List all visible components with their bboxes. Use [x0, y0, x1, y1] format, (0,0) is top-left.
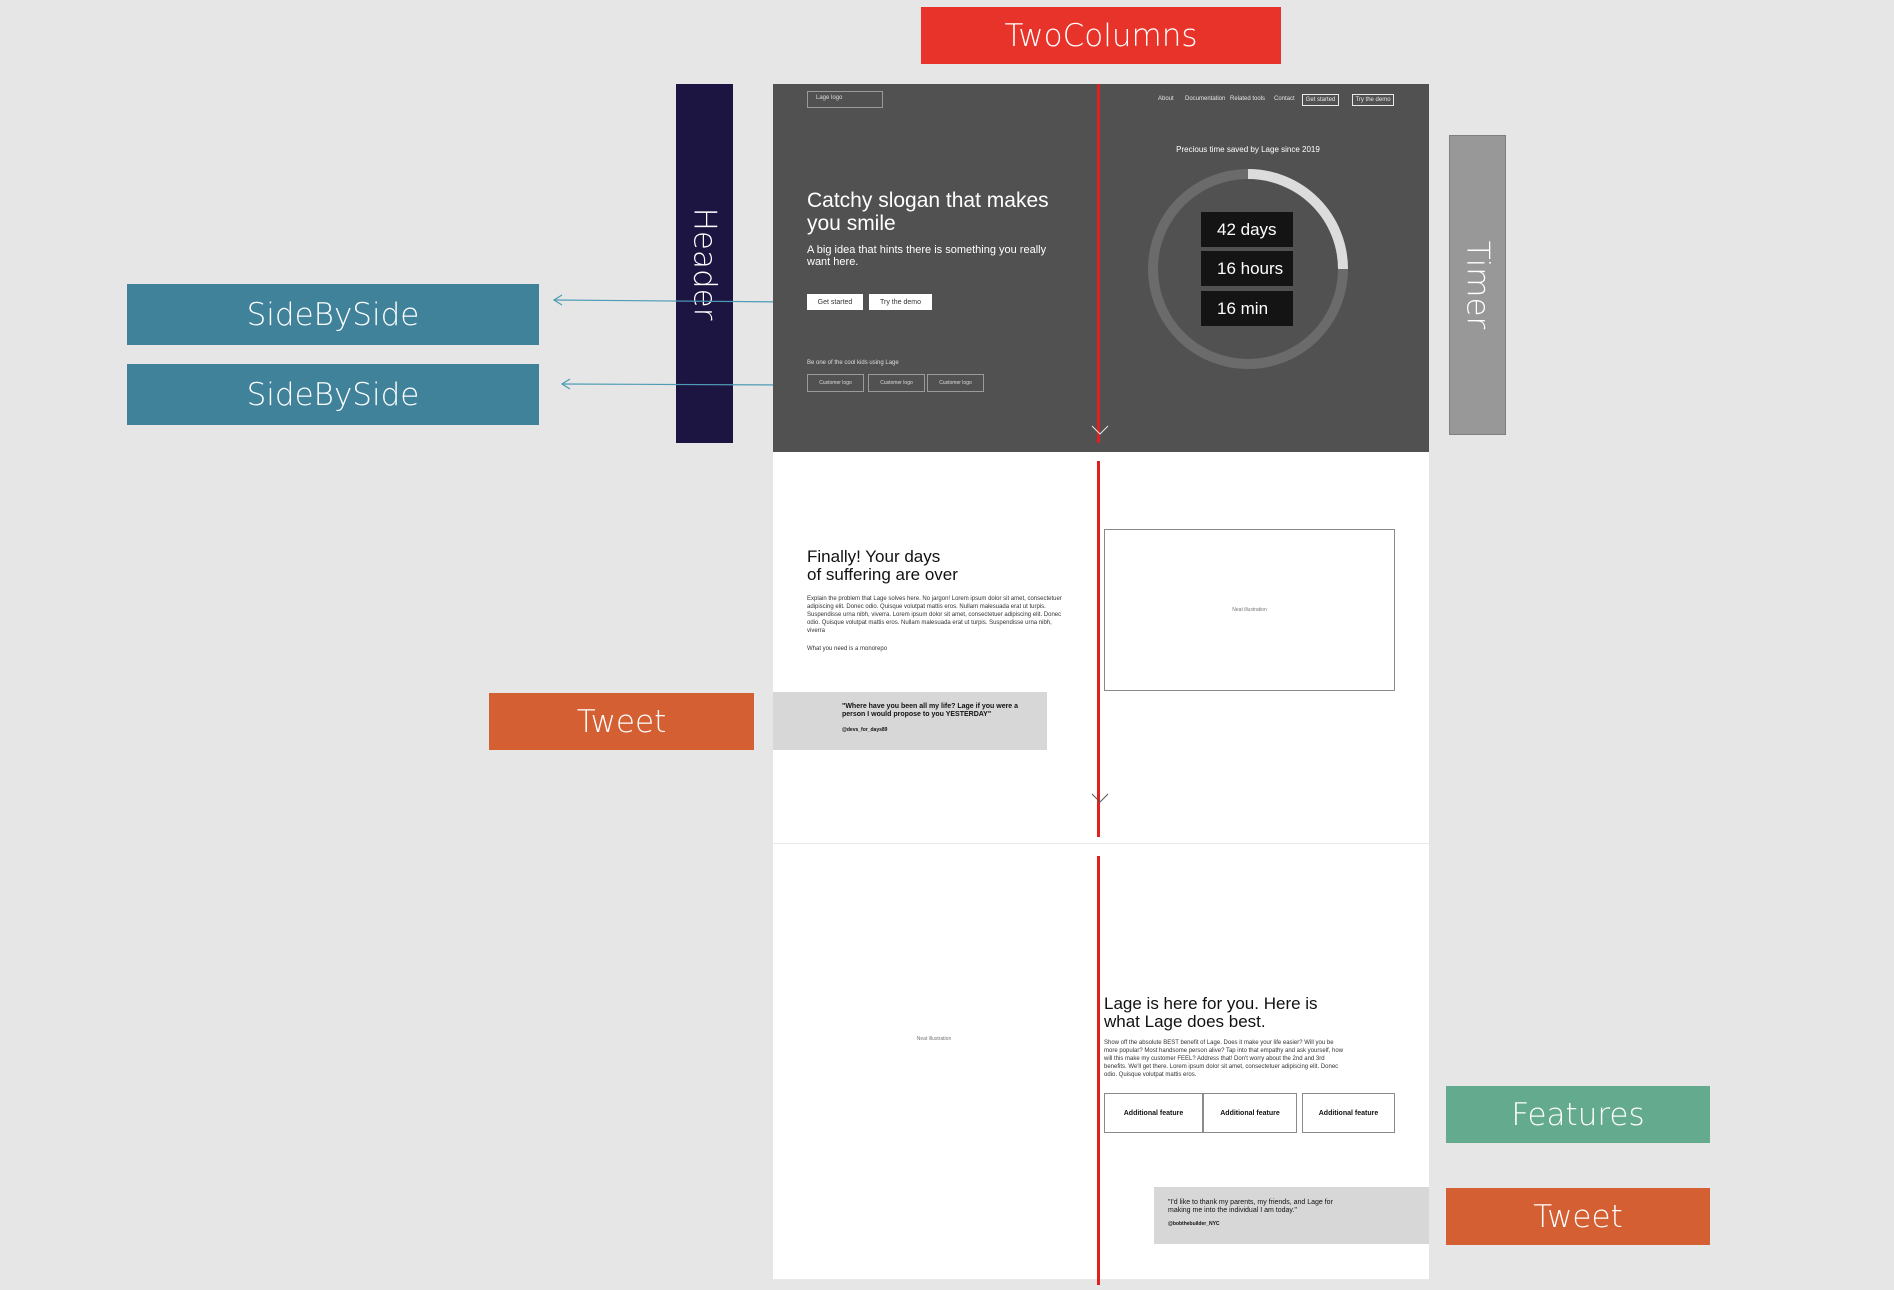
tweet-label-2: Tweet: [1446, 1188, 1710, 1245]
arrow-2: [560, 378, 799, 390]
features-label: Features: [1446, 1086, 1710, 1143]
hero-section: [773, 84, 1429, 452]
tweet-quote: "I'd like to thank my parents, my friend…: [1168, 1199, 1333, 1214]
benefit-body: Show off the absolute BEST benefit of La…: [1104, 1040, 1344, 1078]
problem-section: [773, 452, 1429, 844]
tweet-handle: @bobthebuilder_NYC: [1168, 1221, 1220, 1227]
additional-feature-card[interactable]: Additional feature: [1104, 1093, 1203, 1133]
nav-documentation[interactable]: Documentation: [1185, 96, 1226, 102]
nav-get-started-button[interactable]: Get started: [1302, 94, 1339, 106]
additional-feature-card[interactable]: Additional feature: [1203, 1093, 1297, 1133]
lage-logo[interactable]: Lage logo: [807, 91, 883, 108]
two-columns-label: TwoColumns: [921, 7, 1281, 64]
customer-logo: Customer logo: [868, 374, 925, 392]
tweet-card-1: "Where have you been all my life? Lage i…: [773, 692, 1047, 750]
get-started-button[interactable]: Get started: [807, 294, 863, 310]
problem-title: Finally! Your days of suffering are over: [807, 547, 958, 584]
column-divider: [1097, 461, 1100, 837]
illustration-placeholder: Neat illustration: [916, 1036, 952, 1042]
problem-body-2: What you need is a monorepo: [807, 646, 888, 652]
nav-about[interactable]: About: [1158, 96, 1174, 102]
tweet-label-1: Tweet: [489, 693, 754, 750]
benefit-title: Lage is here for you. Here is what Lage …: [1104, 994, 1318, 1031]
additional-feature-card[interactable]: Additional feature: [1302, 1093, 1395, 1133]
tweet-quote: "Where have you been all my life? Lage i…: [842, 703, 1019, 718]
tweet-card-2: "I'd like to thank my parents, my friend…: [1154, 1187, 1429, 1244]
chevron-down-icon[interactable]: [1091, 425, 1109, 435]
timer-hours: 16 hours: [1201, 251, 1293, 286]
arrow-1: [552, 294, 791, 306]
side-by-side-label-1: SideBySide: [127, 284, 539, 345]
try-demo-button[interactable]: Try the demo: [869, 294, 932, 310]
cool-kids-text: Be one of the cool kids using Lage: [807, 360, 899, 366]
column-divider: [1097, 856, 1100, 1285]
timer-minutes: 16 min: [1201, 291, 1293, 326]
timer-label: Timer: [1449, 135, 1506, 435]
problem-body: Explain the problem that Lage solves her…: [807, 596, 1062, 634]
illustration-placeholder: Neat illustration: [1104, 529, 1395, 691]
header-label: Header: [676, 84, 733, 443]
nav-try-demo-button[interactable]: Try the demo: [1352, 94, 1394, 106]
tweet-handle: @devs_for_days89: [842, 727, 888, 733]
hero-title: Catchy slogan that makes you smile: [807, 189, 1049, 235]
nav-contact[interactable]: Contact: [1274, 96, 1295, 102]
customer-logo: Customer logo: [927, 374, 984, 392]
timer-days: 42 days: [1201, 212, 1293, 247]
timer-title: Precious time saved by Lage since 2019: [1176, 145, 1320, 154]
nav-related-tools[interactable]: Related tools: [1230, 96, 1266, 102]
timer-ring: [1148, 169, 1348, 369]
column-divider: [1097, 84, 1100, 443]
side-by-side-label-2: SideBySide: [127, 364, 539, 425]
chevron-down-icon[interactable]: [1091, 793, 1109, 803]
hero-subtitle: A big idea that hints there is something…: [807, 244, 1047, 268]
customer-logo: Customer logo: [807, 374, 864, 392]
